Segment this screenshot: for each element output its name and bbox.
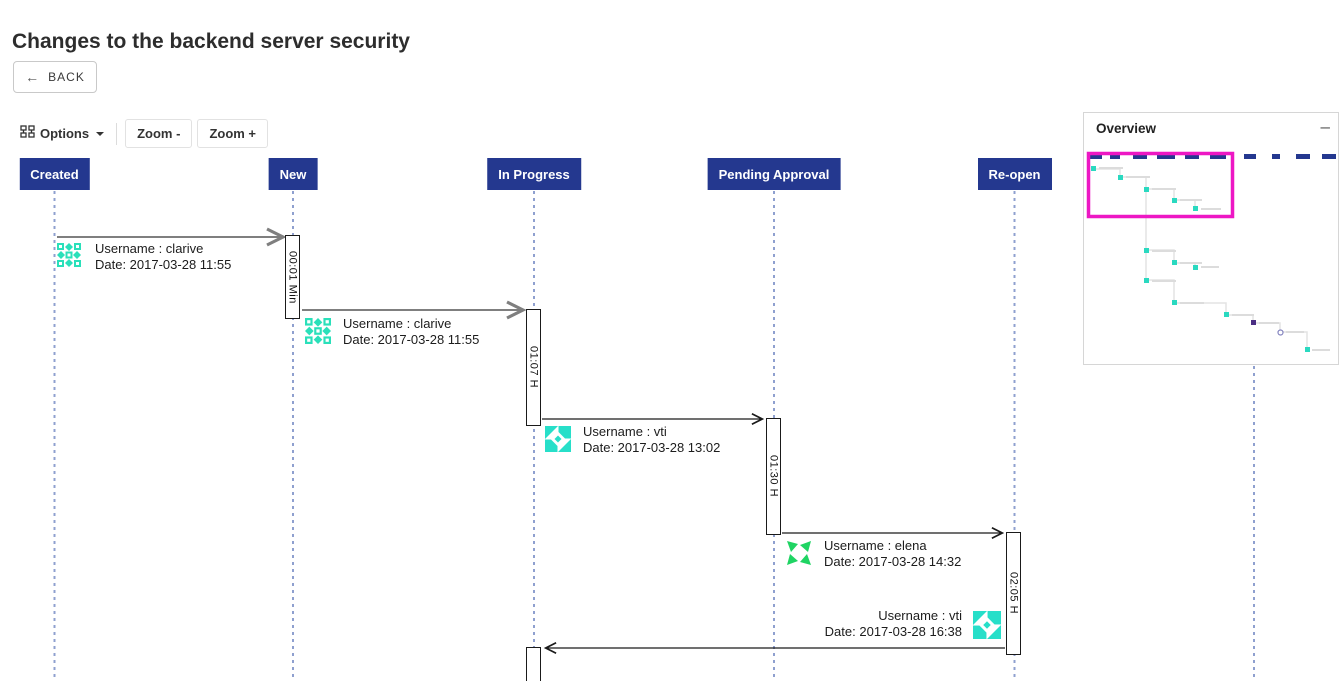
- event-username: Username : clarive: [95, 241, 204, 256]
- duration-label: 01:30 H: [767, 455, 780, 498]
- diagram-toolbar: Options Zoom - Zoom +: [14, 119, 273, 148]
- vti-identicon-icon: [973, 611, 1001, 644]
- chevron-down-icon: [96, 131, 105, 136]
- back-button[interactable]: ← BACK: [13, 61, 97, 93]
- duration-bar-reopen-to-in-progress: [526, 647, 541, 681]
- zoom-out-button[interactable]: Zoom -: [125, 119, 193, 148]
- event-annotation: Username : elena Date: 2017-03-28 14:32: [824, 538, 961, 569]
- event-annotation: Username : clarive Date: 2017-03-28 11:5…: [95, 241, 231, 272]
- overview-panel: Overview –: [1083, 112, 1339, 365]
- overview-title: Overview: [1096, 121, 1157, 136]
- state-header-new: New: [268, 158, 318, 190]
- duration-label: 01:07 H: [527, 346, 540, 389]
- duration-label: 00:01 Min: [286, 250, 299, 304]
- duration-label: 02:05 H: [1007, 572, 1020, 615]
- state-header-in-progress: In Progress: [487, 158, 581, 190]
- event-username: Username : vti: [878, 608, 962, 623]
- options-button-label: Options: [40, 126, 90, 141]
- overview-minimap: [1086, 151, 1336, 352]
- duration-bar-pending-to-reopen: 02:05 H: [1006, 532, 1021, 655]
- elena-identicon-icon: [786, 540, 812, 571]
- event-username: Username : elena: [824, 538, 927, 553]
- toolbar-divider: [116, 122, 118, 145]
- event-date: Date: 2017-03-28 13:02: [583, 439, 721, 455]
- state-header-pending-approval: Pending Approval: [707, 158, 841, 190]
- event-annotation: Username : vti Date: 2017-03-28 13:02: [583, 424, 720, 455]
- page-title: Changes to the backend server security: [12, 30, 410, 54]
- event-username: Username : clarive: [343, 316, 452, 331]
- back-arrow-icon: ←: [25, 69, 40, 85]
- sitemap-icon: [20, 124, 35, 143]
- state-header-re-open: Re-open: [977, 158, 1052, 190]
- event-date: Date: 2017-03-28 14:32: [824, 553, 962, 569]
- event-date: Date: 2017-03-28 16:38: [824, 623, 962, 639]
- overview-viewport[interactable]: [1086, 151, 1235, 219]
- transition-arrows: [57, 227, 1005, 654]
- collapse-overview-button[interactable]: –: [1320, 117, 1330, 136]
- options-button[interactable]: Options: [14, 120, 111, 147]
- minimap-state-dashes: [1088, 154, 1336, 159]
- back-button-label: BACK: [48, 70, 85, 84]
- state-header-created: Created: [19, 158, 90, 190]
- event-date: Date: 2017-03-28 11:55: [343, 331, 480, 347]
- zoom-in-button[interactable]: Zoom +: [197, 119, 269, 148]
- clarive-identicon-icon: [305, 318, 331, 349]
- duration-bar-in-progress-to-pending: 01:30 H: [766, 418, 781, 535]
- event-annotation: Username : clarive Date: 2017-03-28 11:5…: [343, 316, 479, 347]
- duration-bar-created-to-new: 00:01 Min: [285, 235, 300, 319]
- duration-bar-new-to-in-progress: 01:07 H: [526, 309, 541, 426]
- event-date: Date: 2017-03-28 11:55: [95, 256, 232, 272]
- clarive-identicon-icon: [57, 243, 81, 272]
- vti-identicon-icon: [545, 426, 571, 457]
- event-username: Username : vti: [583, 424, 667, 439]
- event-annotation: Username : vti Date: 2017-03-28 16:38: [825, 608, 962, 639]
